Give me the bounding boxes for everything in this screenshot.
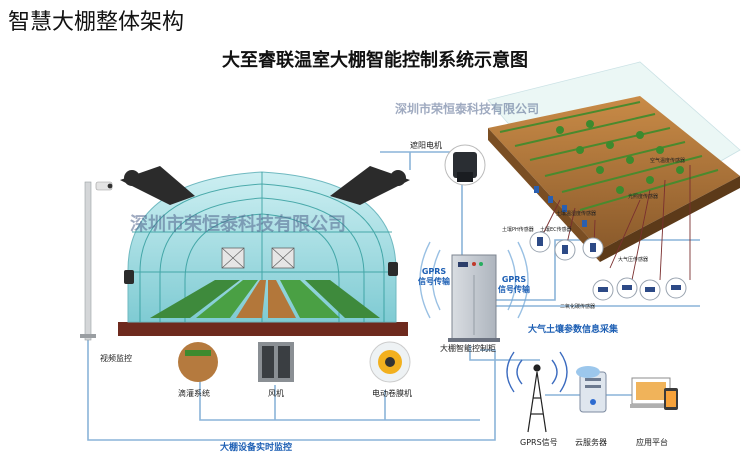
app-platform-device (630, 377, 678, 410)
label-roller-motor: 电动卷膜机 (372, 389, 412, 398)
page-title: 智慧大棚整体架构 (8, 10, 185, 35)
label-sunshade-motor: 遮阳电机 (410, 141, 442, 150)
label-sensor-co2: 二氧化碳传感器 (560, 304, 596, 310)
label-sensor-soil-ec: 土壤EC传感器 (540, 227, 572, 233)
label-sensor-pressure: 大气压传感器 (618, 257, 649, 263)
label-sensor-soil-temp-humidity: 土壤温湿度传感器 (556, 211, 597, 217)
label-sensor-air-temp: 空气温度传感器 (650, 158, 686, 164)
diagram-title: 大至睿联温室大棚智能控制系统示意图 (222, 50, 528, 71)
label-video-monitor: 视频监控 (100, 354, 132, 363)
field-block (487, 61, 741, 262)
label-gprs-signal: GPRS信号 (520, 438, 558, 447)
crop-beds (150, 280, 380, 318)
camera-pole (80, 181, 113, 341)
connection-lines (87, 151, 700, 441)
label-cloud-server: 云服务器 (575, 438, 607, 447)
thumbnails (178, 341, 411, 383)
label-app-platform: 应用平台 (636, 438, 668, 447)
label-soil-info: 大气土壤参数信息采集 (528, 325, 619, 335)
tower-waves (506, 351, 568, 393)
signal-arcs (419, 241, 529, 319)
label-drip-irrigation: 滴灌系统 (178, 389, 210, 398)
control-cabinet-device (448, 254, 500, 342)
label-sensor-soil-ph: 土壤PH传感器 (502, 227, 534, 233)
watermark-top: 深圳市荣恒泰科技有限公司 (395, 102, 540, 116)
label-realtime-monitor: 大棚设备实时监控 (220, 443, 293, 453)
label-sensor-light: 光照度传感器 (628, 194, 659, 200)
label-gprs-right: GPRS 信号传输 (498, 275, 530, 294)
watermark-center: 深圳市荣恒泰科技有限公司 (130, 214, 346, 235)
greenhouse (118, 166, 410, 336)
sunshade-motor-device (444, 144, 486, 186)
label-control-cabinet: 大棚智能控制柜 (440, 344, 496, 353)
label-gprs-left: GPRS 信号传输 (418, 267, 450, 286)
gprs-tower (527, 364, 547, 433)
label-fan: 风机 (268, 389, 284, 398)
cloud-server (576, 366, 607, 413)
